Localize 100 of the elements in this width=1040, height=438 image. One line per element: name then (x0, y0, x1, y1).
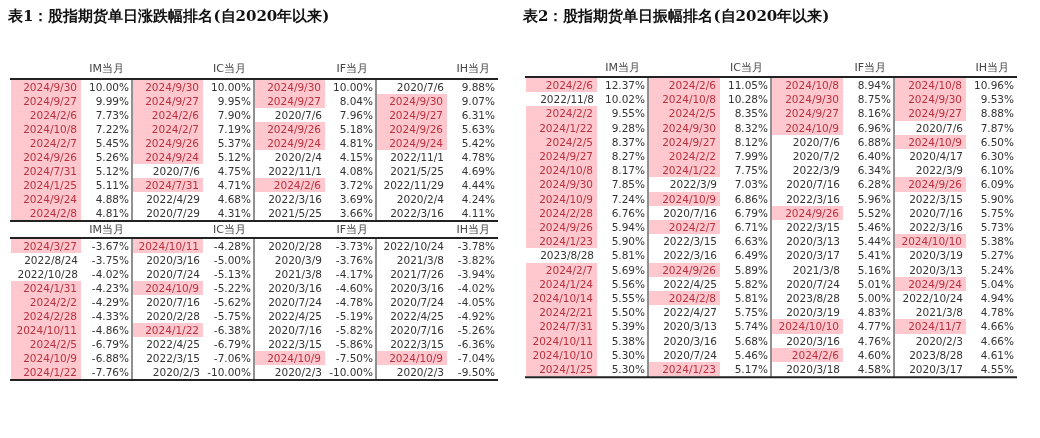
date-text: 2020/3/9 (273, 253, 323, 267)
highlighted-cell: 2024/9/24 (133, 150, 203, 164)
percent-text: -3.76% (334, 253, 374, 267)
date-text: 2020/3/13 (785, 234, 841, 249)
highlighted-cell: 2024/10/8 (772, 78, 843, 93)
percent-text: 8.35% (733, 106, 769, 121)
percent-text: 6.50% (979, 134, 1015, 149)
percent-text: 5.68% (733, 333, 769, 348)
date-text: 2022/3/16 (908, 220, 964, 235)
percent-text: -5.22% (212, 281, 252, 295)
date-text: 2021/3/8 (273, 267, 323, 281)
percent-text: -6.36% (456, 337, 496, 351)
percent-text: -5.13% (212, 267, 252, 281)
highlighted-cell: 2024/2/8 (649, 291, 720, 306)
percent-text: 4.11% (460, 206, 496, 220)
percent-text: 12.37% (603, 78, 646, 93)
column-header: IF当月 (853, 60, 886, 75)
date-text: 2020/2/28 (145, 309, 201, 323)
date-text: 2022/3/16 (662, 248, 718, 263)
percent-text: 6.31% (460, 108, 496, 122)
percent-text: 5.75% (979, 205, 1015, 220)
percent-text: -6.79% (212, 337, 252, 351)
highlighted-cell: 2024/1/31 (11, 281, 81, 295)
date-text: 2020/3/17 (785, 248, 841, 263)
date-text: 2020/3/16 (785, 333, 841, 348)
date-text: 2020/7/16 (662, 205, 718, 220)
highlighted-cell: 2024/10/8 (895, 78, 966, 93)
percent-text: 10.28% (726, 92, 769, 107)
percent-text: 4.08% (338, 164, 374, 178)
percent-text: -3.78% (456, 239, 496, 253)
percent-text: -5.62% (212, 295, 252, 309)
percent-text: 6.49% (733, 248, 769, 263)
highlighted-cell: 2024/10/14 (526, 291, 597, 306)
percent-text: 4.83% (856, 305, 892, 320)
percent-text: 6.88% (856, 134, 892, 149)
date-text: 2020/3/19 (785, 305, 841, 320)
percent-text: -7.50% (334, 351, 374, 365)
percent-text: 9.28% (610, 120, 646, 135)
date-text: 2022/4/25 (267, 309, 323, 323)
percent-text: -4.78% (334, 295, 374, 309)
highlighted-cell: 2024/10/9 (11, 351, 81, 365)
date-text: 2020/7/2 (791, 149, 841, 164)
percent-text: 5.41% (856, 248, 892, 263)
date-text: 2023/8/28 (908, 347, 964, 362)
percent-text: 5.52% (856, 205, 892, 220)
highlighted-cell: 2024/9/30 (11, 80, 81, 94)
percent-text: 4.24% (460, 192, 496, 206)
percent-text: -10.00% (206, 365, 252, 379)
percent-text: 7.24% (610, 191, 646, 206)
percent-text: 7.19% (216, 122, 252, 136)
percent-text: -7.76% (90, 365, 130, 379)
percent-text: 8.32% (733, 120, 769, 135)
percent-text: 6.71% (733, 220, 769, 235)
percent-text: 5.50% (610, 305, 646, 320)
column-header: IC当月 (212, 222, 246, 237)
percent-text: 5.45% (94, 136, 130, 150)
percent-text: 6.63% (733, 234, 769, 249)
highlighted-cell: 2024/9/30 (772, 92, 843, 107)
percent-text: -4.86% (90, 323, 130, 337)
table-title: 表2：股指期货单日振幅排名(自2020年以来) (523, 6, 831, 27)
date-text: 2022/10/28 (16, 267, 79, 281)
percent-text: 7.75% (733, 163, 769, 178)
percent-text: 3.66% (338, 206, 374, 220)
date-text: 2020/3/17 (908, 362, 964, 377)
date-text: 2020/7/16 (267, 323, 323, 337)
date-text: 2020/7/16 (908, 205, 964, 220)
percent-text: 7.96% (338, 108, 374, 122)
highlighted-cell: 2024/10/11 (133, 239, 203, 253)
percent-text: 5.30% (610, 347, 646, 362)
percent-text: 5.42% (460, 136, 496, 150)
percent-text: -3.73% (334, 239, 374, 253)
date-text: 2020/7/16 (785, 177, 841, 192)
percent-text: 8.94% (856, 78, 892, 93)
percent-text: 6.30% (979, 149, 1015, 164)
date-text: 2023/8/28 (785, 291, 841, 306)
percent-text: 6.09% (979, 177, 1015, 192)
highlighted-cell: 2024/9/24 (11, 192, 81, 206)
date-text: 2022/11/1 (267, 164, 323, 178)
percent-text: 7.22% (94, 122, 130, 136)
date-text: 2022/11/8 (539, 92, 595, 107)
percent-text: 10.96% (972, 78, 1015, 93)
percent-text: -5.00% (212, 253, 252, 267)
highlighted-cell: 2024/2/5 (649, 106, 720, 121)
percent-text: 4.78% (460, 150, 496, 164)
highlighted-cell: 2024/9/27 (526, 149, 597, 164)
highlighted-cell: 2024/9/30 (895, 92, 966, 107)
highlighted-cell: 2024/9/27 (377, 108, 447, 122)
percent-text: -7.06% (212, 351, 252, 365)
date-text: 2022/3/16 (267, 192, 323, 206)
percent-text: 4.68% (216, 192, 252, 206)
percent-text: 5.11% (94, 178, 130, 192)
percent-text: 5.16% (856, 262, 892, 277)
date-text: 2020/7/24 (662, 347, 718, 362)
percent-text: 5.90% (979, 191, 1015, 206)
percent-text: 7.03% (733, 177, 769, 192)
date-text: 2021/7/26 (389, 267, 445, 281)
highlighted-cell: 2024/7/31 (11, 164, 81, 178)
date-text: 2020/7/6 (273, 108, 323, 122)
percent-text: 5.73% (979, 220, 1015, 235)
date-text: 2022/3/9 (914, 163, 964, 178)
